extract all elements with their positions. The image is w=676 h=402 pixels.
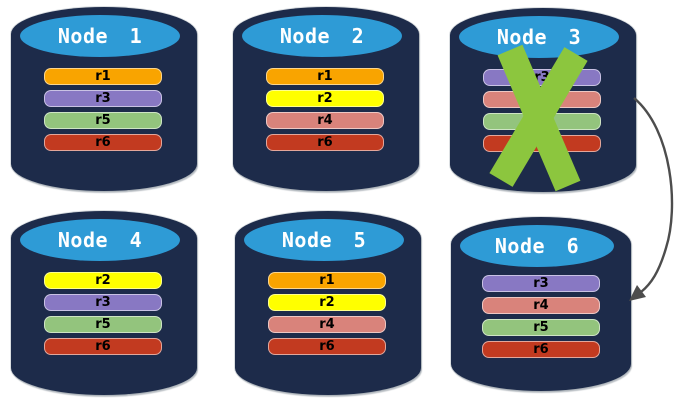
replica-bar: r3 — [44, 90, 162, 107]
cylinder-top: Node 5 — [244, 219, 404, 261]
node-title: Node 6 — [494, 234, 580, 258]
cylinder-top: Node 3 — [459, 16, 619, 58]
node-title: Node 4 — [57, 228, 143, 252]
replica-bar: r4 — [266, 112, 384, 129]
node-2-cylinder: Node 2 r1 r2 r4 r6 — [233, 7, 419, 191]
replica-bar: r5 — [44, 316, 162, 333]
node-title: Node 1 — [57, 24, 143, 48]
replica-bar: r5 — [482, 319, 600, 336]
node-title: Node 3 — [496, 25, 582, 49]
replica-bar: r1 — [44, 68, 162, 85]
replica-list: r1 r2 r4 r6 — [268, 272, 386, 355]
cylinder-top: Node 2 — [242, 15, 402, 57]
replica-list: r2 r3 r5 r6 — [44, 272, 162, 355]
node-1-cylinder: Node 1 r1 r3 r5 r6 — [11, 7, 197, 191]
replica-bar: r6 — [44, 338, 162, 355]
cylinder-top: Node 4 — [20, 219, 180, 261]
replica-bar: r4 — [268, 316, 386, 333]
replica-bar: r3 — [44, 294, 162, 311]
replica-bar: r6 — [266, 134, 384, 151]
replica-bar: r6 — [268, 338, 386, 355]
replica-list: r1 r3 r5 r6 — [44, 68, 162, 151]
failure-x-icon — [489, 44, 588, 192]
arrow-curve — [633, 97, 674, 293]
replica-bar: r2 — [44, 272, 162, 289]
replica-bar: r6 — [482, 341, 600, 358]
replica-bar: r5 — [44, 112, 162, 129]
node-4-cylinder: Node 4 r2 r3 r5 r6 — [11, 211, 197, 395]
node-6-cylinder: Node 6 r3 r4 r5 r6 — [451, 217, 631, 391]
replica-bar: r1 — [266, 68, 384, 85]
node-title: Node 2 — [279, 24, 365, 48]
replica-bar: r1 — [268, 272, 386, 289]
replica-bar: r3 — [482, 275, 600, 292]
cylinder-top: Node 1 — [20, 15, 180, 57]
cylinder-top: Node 6 — [460, 225, 614, 267]
replica-list: r3 r4 r5 r6 — [482, 275, 600, 358]
replica-bar: r2 — [266, 90, 384, 107]
replica-list: r1 r2 r4 r6 — [266, 68, 384, 151]
replica-bar: r6 — [44, 134, 162, 151]
replica-bar: r4 — [482, 297, 600, 314]
node-3-cylinder: Node 3 r3 r4 r5 r6 — [450, 8, 636, 192]
node-5-cylinder: Node 5 r1 r2 r4 r6 — [235, 211, 421, 395]
arrowhead-icon — [629, 285, 646, 301]
node-title: Node 5 — [281, 228, 367, 252]
replica-bar: r2 — [268, 294, 386, 311]
